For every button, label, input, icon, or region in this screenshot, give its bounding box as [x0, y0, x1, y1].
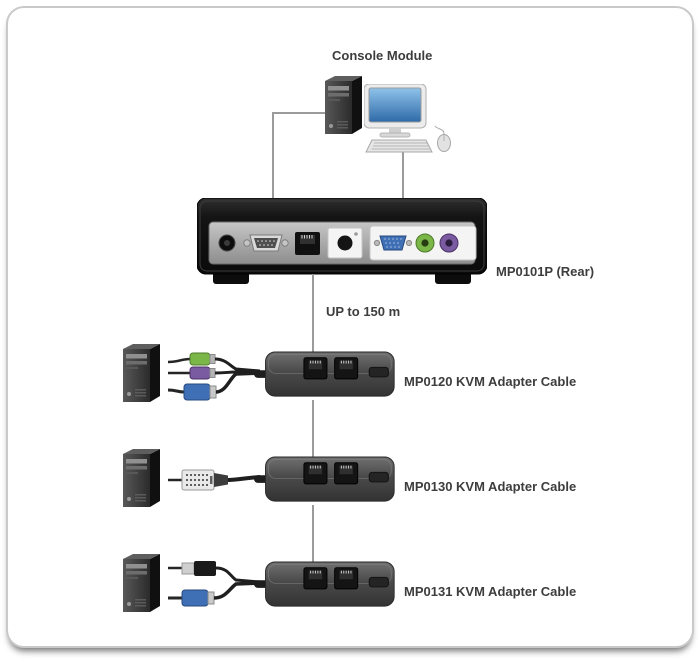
link-line-segment-1 [312, 274, 314, 358]
computer-tower-icon-1 [123, 344, 160, 402]
console-monitor-icon [364, 84, 451, 153]
console-tower-icon [325, 76, 362, 134]
cable-console-tower-v [272, 112, 274, 200]
power-switch-plate [327, 227, 363, 259]
adapter-rj45-port-2 [334, 567, 359, 590]
adapter-rj45-port-1 [303, 357, 328, 380]
link-line-segment-3 [312, 505, 314, 568]
cable-console-monitor [402, 148, 404, 200]
console-module-label: Console Module [332, 48, 433, 63]
adapter-slot [368, 471, 389, 483]
kvm-adapter-module-1 [254, 351, 395, 397]
mouse-icon [434, 125, 451, 152]
cable-console-tower-h [272, 112, 326, 114]
vga-connector [181, 589, 215, 607]
kvm-adapter-module-3 [254, 561, 395, 607]
adapter-label-mp0131: MP0131 KVM Adapter Cable [404, 584, 577, 599]
usb-vga-connectors-icon [168, 561, 260, 607]
adapter-label-mp0120: MP0120 KVM Adapter Cable [404, 374, 577, 389]
switch-label: MP0101P (Rear) [496, 264, 595, 279]
adapter-rj45-port-1 [303, 462, 328, 485]
vga-port [373, 235, 413, 251]
computer-tower-icon-2 [123, 449, 160, 507]
ps2-purple-connector [189, 366, 216, 380]
vga-connector [183, 383, 217, 401]
adapter-slot [368, 366, 389, 378]
kvm-switch-illustration [197, 198, 487, 284]
usb-connector [181, 561, 216, 576]
monitor-icon [364, 84, 427, 138]
adapter-slot [368, 576, 389, 588]
power-jack-port [218, 234, 236, 252]
adapter-rj45-port-2 [334, 462, 359, 485]
kvm-adapter-module-2 [254, 456, 395, 502]
console-port-plate [369, 225, 477, 261]
dvi-connector [181, 469, 228, 491]
keyboard-icon [365, 139, 433, 153]
diagram-panel: Console Module [6, 6, 694, 648]
ps2-keyboard-port [439, 233, 459, 253]
db9-serial-port [243, 234, 289, 252]
adapter-rj45-port-2 [334, 357, 359, 380]
adapter-rj45-port-1 [303, 567, 328, 590]
computer-tower-icon-3 [123, 554, 160, 612]
ps2-green-connector [189, 352, 216, 366]
link-line-segment-2 [312, 400, 314, 463]
rj45-link-port [295, 232, 320, 255]
distance-label: UP to 150 m [326, 304, 401, 319]
ps2-vga-connectors-icon [168, 352, 260, 401]
ps2-mouse-port [415, 233, 435, 253]
dvi-connector-icon [168, 469, 260, 491]
adapter-label-mp0130: MP0130 KVM Adapter Cable [404, 479, 577, 494]
